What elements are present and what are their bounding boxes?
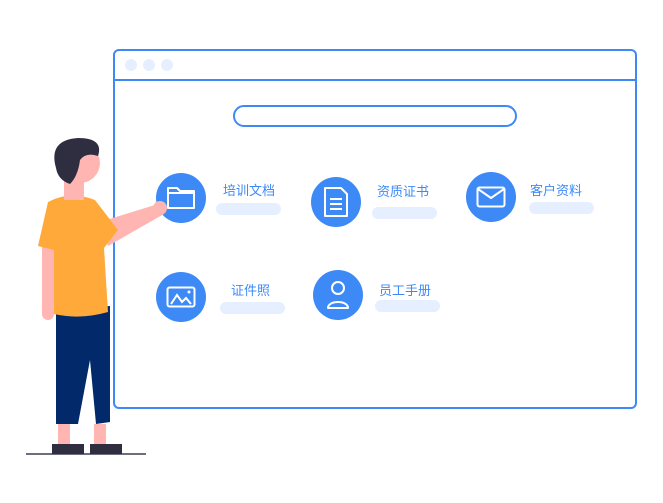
shirt (38, 195, 118, 317)
hair (54, 138, 100, 184)
window-dot (125, 59, 137, 71)
shoe (52, 444, 84, 454)
placeholder-pill (372, 207, 437, 219)
user-icon[interactable] (313, 270, 363, 320)
search-input[interactable] (233, 105, 517, 127)
item-label-employee-handbook[interactable]: 员工手册 (379, 284, 432, 299)
mail-icon[interactable] (466, 172, 516, 222)
item-label-training-docs[interactable]: 培训文档 (223, 184, 276, 199)
pants (56, 306, 110, 424)
item-label-certificates[interactable]: 资质证书 (377, 185, 430, 200)
folder-icon[interactable] (156, 173, 206, 223)
arm (100, 204, 164, 246)
hand (153, 201, 167, 215)
item-label-id-photo[interactable]: 证件照 (231, 284, 271, 299)
window-dot (161, 59, 173, 71)
title-bar (115, 51, 635, 81)
shoe (90, 444, 122, 454)
item-label-client-info[interactable]: 客户资料 (530, 184, 583, 199)
arm (42, 240, 54, 320)
placeholder-pill (529, 202, 594, 214)
leg (94, 424, 106, 444)
placeholder-pill (375, 300, 440, 312)
placeholder-pill (216, 203, 281, 215)
leg (58, 424, 70, 444)
window-dot (143, 59, 155, 71)
document-icon[interactable] (311, 177, 361, 227)
image-icon[interactable] (156, 272, 206, 322)
placeholder-pill (220, 302, 285, 314)
